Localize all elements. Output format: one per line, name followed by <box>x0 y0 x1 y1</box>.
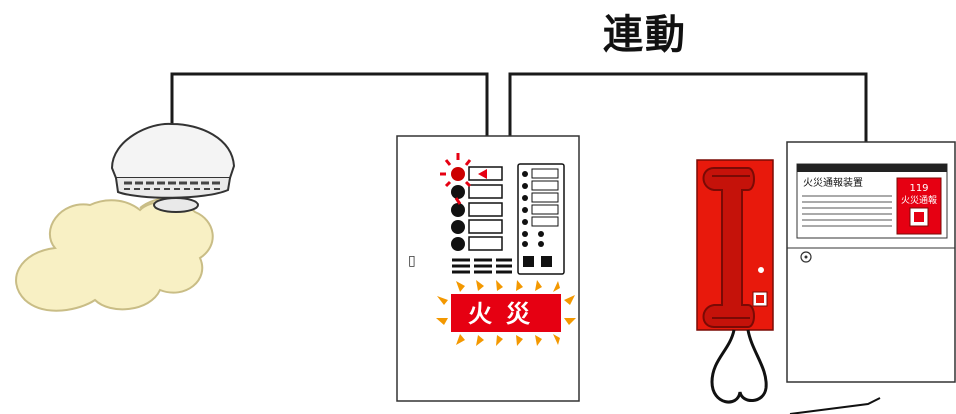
panel-zone-indicators <box>517 163 565 275</box>
fire-report-button-label: 火災通報 <box>901 195 937 206</box>
panel-side-mark: ▯ <box>408 253 416 269</box>
fire-alarm-panel-icon: ▯ <box>396 135 580 402</box>
pointer-line <box>789 397 881 414</box>
smoke-detector-icon <box>110 122 236 213</box>
fire-report-button-number: 119 <box>909 183 928 194</box>
smoke-icon <box>15 196 214 312</box>
detector-to-panel-wire <box>170 72 489 136</box>
fire-lamp-icon <box>451 167 465 181</box>
alarm-flash-icon <box>436 280 576 346</box>
fire-report-device-label: 火災通報装置 <box>803 176 863 189</box>
panel-grille <box>452 258 512 274</box>
panel-indicator-column <box>451 166 503 251</box>
fire-alarm-banner: 火災 <box>451 294 561 332</box>
fire-report-device-icon: 火災通報装置 119 火災通報 <box>786 141 956 383</box>
fire-alarm-text: 火災 <box>468 300 544 328</box>
panel-to-device-wire <box>508 72 868 142</box>
diagram-title: 連動 <box>603 12 687 58</box>
connection-wires <box>170 72 868 142</box>
emergency-phone-icon <box>696 159 774 404</box>
lamp-flash-icon <box>440 153 472 205</box>
